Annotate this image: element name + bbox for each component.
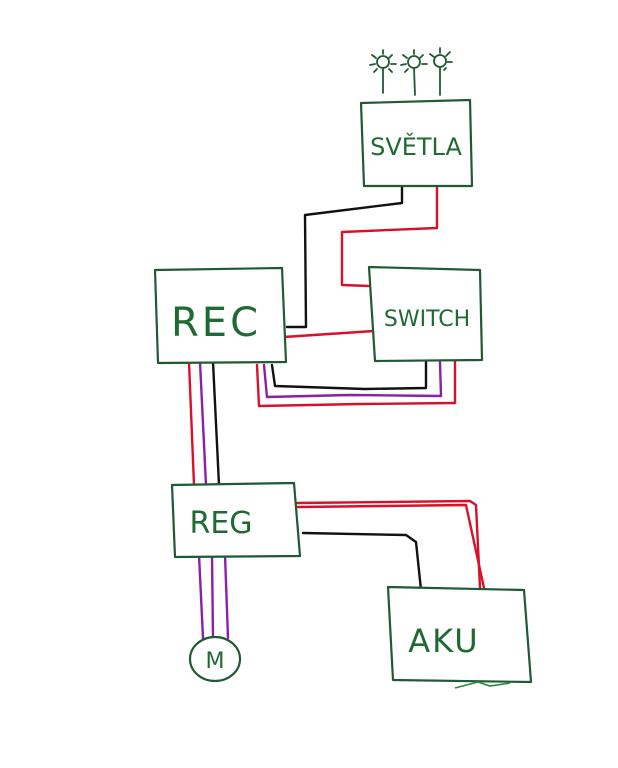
node-motor: M <box>188 635 242 683</box>
node-switch-label: SWITCH <box>384 307 470 332</box>
node-switch: SWITCH <box>367 265 484 363</box>
node-motor-label: M <box>206 649 225 674</box>
wire-rec-reg-purple <box>198 360 208 487</box>
wire-reg-aku-red-2 <box>296 503 486 590</box>
wire-reg-motor-purple-3 <box>223 553 230 640</box>
node-reg: REG <box>170 481 302 559</box>
node-rec-label: REC <box>171 300 261 346</box>
node-aku: AKU <box>386 585 533 689</box>
wire-rec-switch-red-loop <box>255 358 457 408</box>
wire-reg-motor-purple-1 <box>197 553 205 640</box>
wire-reg-aku-black <box>301 531 423 592</box>
node-reg-label: REG <box>189 506 252 541</box>
lamp-icon-2 <box>400 49 428 96</box>
wire-reg-aku-red <box>295 499 482 590</box>
node-rec: REC <box>153 266 288 365</box>
scribble-mark <box>454 681 511 689</box>
lamp-icon-3 <box>429 47 453 96</box>
wire-rec-switch-purple-loop <box>262 360 443 399</box>
wire-svetla-rec-black <box>285 184 404 329</box>
wire-svetla-switch-red <box>340 182 439 288</box>
wire-rec-reg-red <box>187 360 196 487</box>
wire-reg-motor-purple-2 <box>210 553 215 640</box>
wire-rec-reg-black <box>211 360 221 487</box>
node-svetla-label: SVĚTLA <box>370 132 462 161</box>
node-svetla: SVĚTLA <box>359 98 474 188</box>
lamp-icon-1 <box>369 49 397 94</box>
node-aku-label: AKU <box>408 622 479 660</box>
motor-circle <box>188 635 242 683</box>
wire-rec-switch-red <box>282 329 376 339</box>
wire-rec-switch-black-loop <box>270 360 428 391</box>
